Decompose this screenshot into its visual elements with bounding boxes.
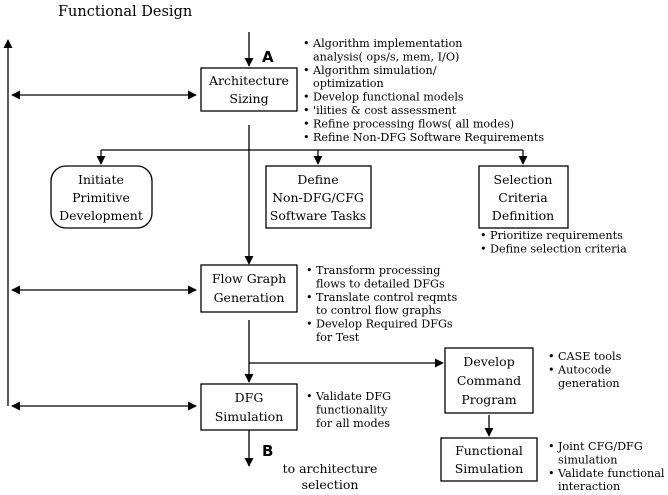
exit-note-line-2: selection xyxy=(302,477,359,492)
node-flow-graph-generation[interactable]: Flow Graph Generation xyxy=(200,264,298,313)
node-define-non-dfg-cfg-software-tasks-shape[interactable] xyxy=(265,165,372,229)
bullet-text-line: Algorithm simulation/ xyxy=(312,64,437,77)
node-selection-line-3: Definition xyxy=(492,208,554,223)
node-initiate-primitive-development-line-1: Initiate xyxy=(78,172,124,187)
node-define-line-3: Software Tasks xyxy=(270,208,366,223)
bullet-dot-icon: • xyxy=(303,91,310,104)
bullet-dot-icon: • xyxy=(548,363,555,376)
bullet-text-line: Transform processing xyxy=(316,264,440,277)
node-selection-line-2: Criteria xyxy=(498,190,548,205)
node-architecture-sizing-line-1: Architecture xyxy=(208,73,289,88)
bullet-text-line: for all modes xyxy=(316,417,390,430)
page-title: Functional Design xyxy=(58,4,192,20)
connector-label-b: B xyxy=(262,442,273,460)
bullet-dot-icon: • xyxy=(306,390,313,403)
bullet-dot-icon: • xyxy=(548,440,555,453)
node-develop-command-line-2: Command xyxy=(457,373,521,388)
bullet-text-line: Refine Non-DFG Software Requirements xyxy=(313,131,544,144)
node-functional-simulation-line-2: Simulation xyxy=(455,461,524,476)
bullet-text-line: optimization xyxy=(313,77,384,90)
bullet-dot-icon: • xyxy=(306,318,313,331)
node-define-non-dfg-cfg-software-tasks[interactable]: Define Non-DFG/CFG Software Tasks xyxy=(265,165,372,229)
node-flow-graph-generation-line-2: Generation xyxy=(214,290,285,305)
node-initiate-primitive-development[interactable]: Initiate Primitive Development xyxy=(50,165,153,229)
bullet-dot-icon: • xyxy=(306,264,313,277)
bullet-text-line: Develop Required DFGs xyxy=(316,318,453,331)
node-define-line-2: Non-DFG/CFG xyxy=(272,190,364,205)
connector-label-a: A xyxy=(262,48,274,66)
node-selection-line-1: Selection xyxy=(494,172,553,187)
node-develop-command-program-shape[interactable] xyxy=(444,347,534,414)
node-develop-command-program[interactable]: Develop Command Program xyxy=(444,347,534,414)
bullet-text-line: 'ilities & cost assessment xyxy=(313,104,457,117)
bullet-text-line: functionality xyxy=(316,403,388,416)
bullet-text-line: Validate DFG xyxy=(315,390,391,403)
node-selection-criteria-definition[interactable]: Selection Criteria Definition xyxy=(478,165,569,229)
bullet-text-line: Define selection criteria xyxy=(490,242,627,255)
node-flow-graph-generation-shape[interactable] xyxy=(200,264,298,313)
node-develop-command-line-1: Develop xyxy=(463,354,514,369)
node-dfg-simulation-line-1: DFG xyxy=(235,390,264,405)
bullet-text-line: Algorithm implementation xyxy=(312,37,463,50)
bullet-dot-icon: • xyxy=(548,467,555,480)
bullet-dot-icon: • xyxy=(303,37,310,50)
bullet-text-line: Translate control reqmts xyxy=(316,291,458,304)
bullet-text-line: Autocode xyxy=(557,363,612,376)
node-flow-graph-generation-line-1: Flow Graph xyxy=(212,271,286,286)
bullet-text-line: Validate functional xyxy=(557,467,665,480)
bullet-text-line: generation xyxy=(558,377,620,390)
node-architecture-sizing[interactable]: Architecture Sizing xyxy=(200,67,298,112)
bullet-dot-icon: • xyxy=(480,242,487,255)
bullet-dot-icon: • xyxy=(548,350,555,363)
node-develop-command-line-3: Program xyxy=(461,392,516,407)
node-architecture-sizing-line-2: Sizing xyxy=(229,91,268,106)
annotation-selection-criteria-bullets: •Prioritize requirements•Define selectio… xyxy=(480,229,627,255)
bullet-dot-icon: • xyxy=(480,229,487,242)
bullet-dot-icon: • xyxy=(303,64,310,77)
node-initiate-primitive-development-shape[interactable] xyxy=(50,165,153,229)
bullet-text-line: for Test xyxy=(316,331,360,344)
bullet-text-line: Prioritize requirements xyxy=(490,229,623,242)
bullet-text-line: analysis( ops/s, mem, I/O) xyxy=(313,50,459,63)
node-functional-simulation[interactable]: Functional Simulation xyxy=(440,437,538,482)
node-initiate-primitive-development-line-2: Primitive xyxy=(72,190,130,205)
node-functional-simulation-line-1: Functional xyxy=(455,443,523,458)
bullet-text-line: Joint CFG/DFG xyxy=(557,440,643,453)
bullet-text-line: interaction xyxy=(558,480,620,493)
node-initiate-primitive-development-line-3: Development xyxy=(59,208,143,223)
node-dfg-simulation[interactable]: DFG Simulation xyxy=(200,383,298,431)
bullet-dot-icon: • xyxy=(303,131,310,144)
bullet-text-line: flows to detailed DFGs xyxy=(316,277,445,290)
node-dfg-simulation-line-2: Simulation xyxy=(215,409,284,424)
bullet-dot-icon: • xyxy=(303,117,310,130)
exit-note-line-1: to architecture xyxy=(283,461,378,476)
node-define-line-1: Define xyxy=(297,172,338,187)
bullet-text-line: Develop functional models xyxy=(313,91,464,104)
bullet-text-line: Refine processing flows( all modes) xyxy=(313,117,514,130)
bullet-text-line: to control flow graphs xyxy=(316,304,442,317)
bullet-dot-icon: • xyxy=(306,291,313,304)
node-architecture-sizing-shape[interactable] xyxy=(200,67,298,112)
node-functional-simulation-shape[interactable] xyxy=(440,437,538,482)
node-selection-criteria-definition-shape[interactable] xyxy=(478,165,569,229)
edges xyxy=(11,32,528,467)
bullet-text-line: CASE tools xyxy=(558,350,622,363)
node-dfg-simulation-shape[interactable] xyxy=(200,383,298,431)
bullet-text-line: simulation xyxy=(558,453,617,466)
bullet-dot-icon: • xyxy=(303,104,310,117)
